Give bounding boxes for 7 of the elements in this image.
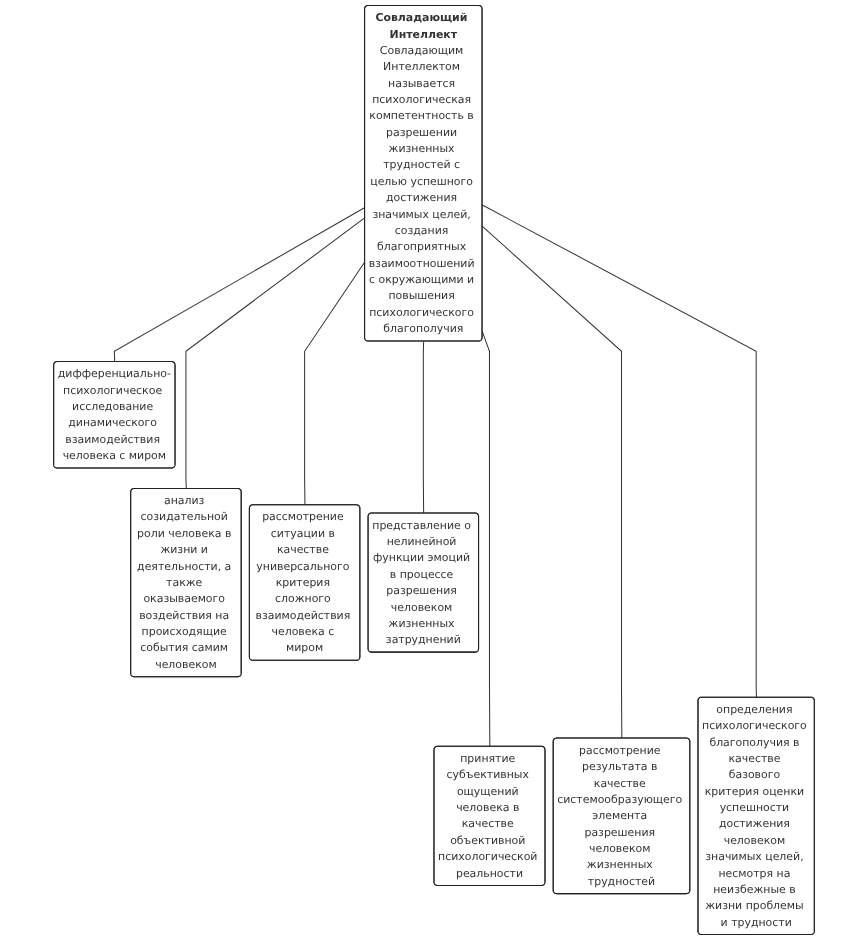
- connector: [481, 331, 491, 748]
- connector: [422, 340, 425, 514]
- connector: [304, 261, 366, 506]
- connector: [481, 225, 623, 739]
- connector: [481, 204, 757, 698]
- connector: [113, 206, 366, 363]
- connector: [185, 217, 366, 490]
